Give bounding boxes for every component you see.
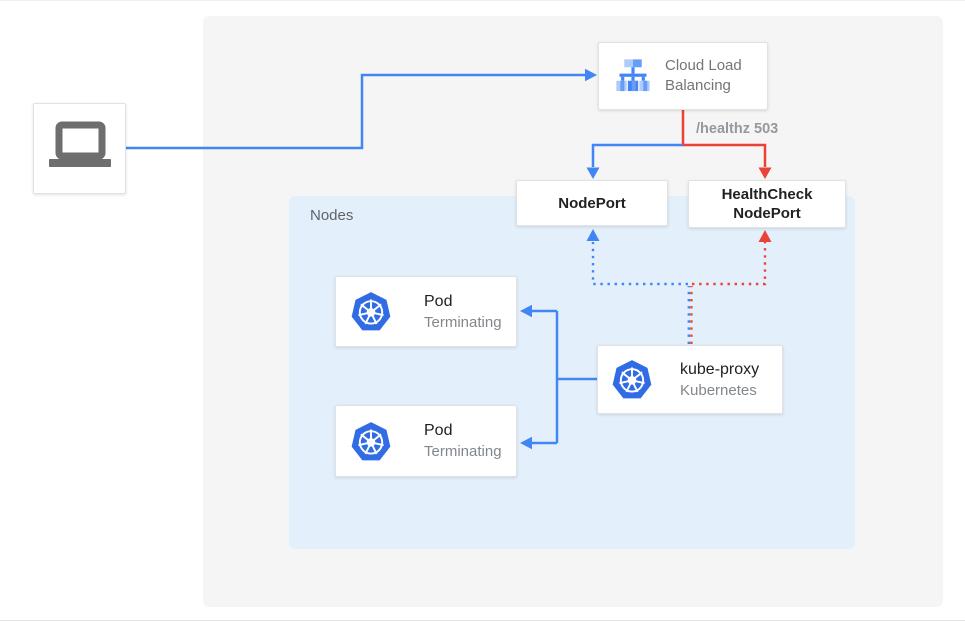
bottom-edge-divider	[0, 620, 965, 621]
kube-proxy-title: kube-proxy	[680, 360, 760, 378]
pod-terminating-2: Pod Terminating	[335, 405, 517, 477]
pod-title: Pod	[424, 292, 453, 310]
pod-text: Pod Terminating	[424, 291, 502, 333]
healthcheck-nodeport-label: HealthCheck NodePort	[721, 186, 813, 222]
cloud-load-balancing-label: Cloud Load Balancing	[665, 57, 742, 94]
kube-proxy-subtitle: Kubernetes	[680, 381, 757, 399]
top-edge-divider	[0, 0, 965, 1]
pod-status: Terminating	[424, 443, 502, 460]
pod-title: Pod	[424, 422, 453, 439]
kube-proxy-node: kube-proxy Kubernetes	[597, 345, 783, 414]
nodeport-node: NodePort	[516, 180, 668, 226]
pod-status: Terminating	[424, 313, 502, 331]
healthcheck-nodeport-node: HealthCheck NodePort	[688, 180, 846, 228]
client-laptop	[33, 103, 126, 194]
kubernetes-icon	[610, 358, 654, 401]
cloud-load-balancing-icon	[614, 57, 652, 95]
pod-terminating-1: Pod Terminating	[335, 276, 517, 347]
kube-proxy-text: kube-proxy Kubernetes	[680, 359, 759, 401]
healthz-status-label: /healthz 503	[696, 121, 779, 137]
kubernetes-icon	[349, 290, 393, 333]
cloud-load-balancing-node: Cloud Load Balancing	[598, 42, 768, 110]
nodeport-label: NodePort	[558, 194, 626, 212]
kubernetes-icon	[349, 420, 393, 463]
laptop-icon	[44, 119, 116, 179]
pod-text: Pod Terminating	[424, 420, 502, 462]
nodes-group-label: Nodes	[310, 207, 354, 224]
